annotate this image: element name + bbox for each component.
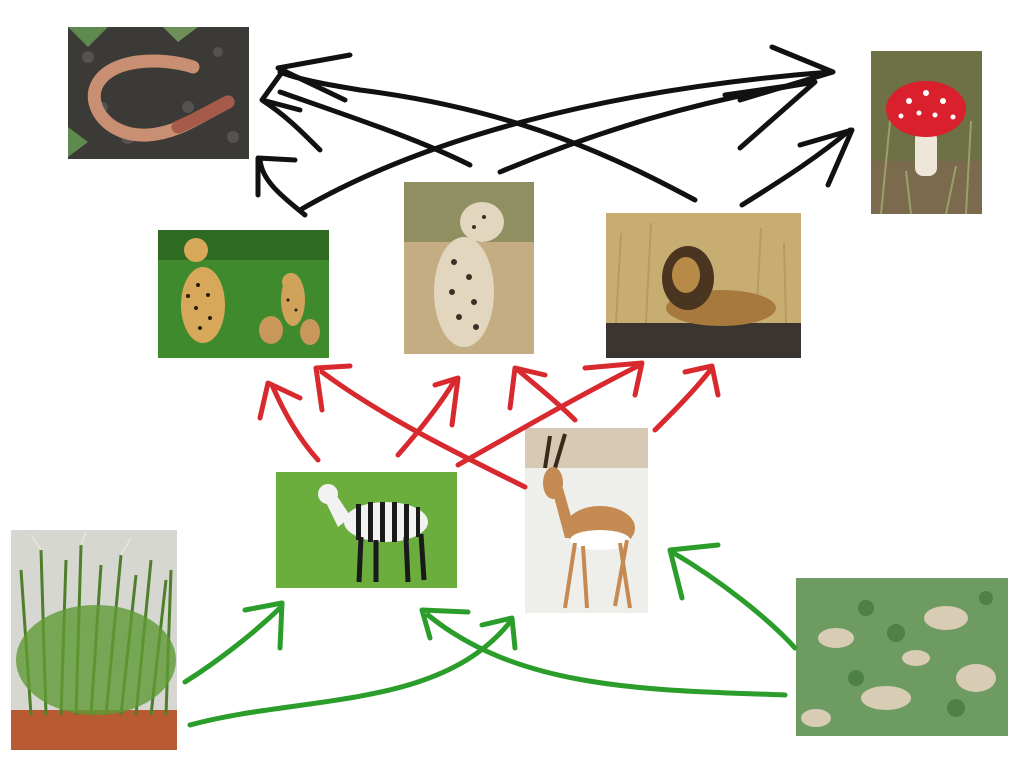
arrow-gazelle-to-lion [652,363,721,433]
arrow-tallgrass-to-zebra [182,600,285,685]
gazelle-icon [525,428,648,613]
tall-grass-photo [11,530,177,750]
arrow-cheetah-to-mushroom [297,44,836,213]
short-grass-icon [796,578,1008,736]
leopard-photo [404,182,534,354]
arrow-to-earthworm-upper [259,65,323,153]
lion-photo [606,213,801,358]
earthworm-photo [68,27,249,159]
decomposition-arrows [255,44,855,218]
arrow-lion-to-mushroom [739,127,855,208]
cheetah-photo [158,230,329,358]
arrow-gazelle-to-cheetah [313,363,528,490]
predation-arrows [257,360,721,490]
cheetah-icon [158,230,329,358]
zebra-icon [276,472,457,588]
zebra-photo [276,472,457,588]
arrow-zebra-to-cheetah [257,380,321,463]
earthworm-icon [68,27,249,159]
lion-icon [606,213,801,358]
arrow-zebra-to-leopard [395,375,461,458]
arrow-gazelle-to-leopard [507,365,578,423]
arrow-shortgrass-to-gazelle [667,542,798,651]
leopard-icon [404,182,534,354]
mushroom-photo [871,51,982,214]
arrow-cheetah-to-earthworm [255,155,308,218]
arrow-lion-to-earthworm [277,69,698,203]
mushroom-icon [871,51,982,214]
arrow-leopard-to-earthworm [275,52,473,168]
arrow-shortgrass-to-zebra [419,607,788,698]
gazelle-photo [525,428,648,613]
arrow-leopard-to-mushroom [497,79,818,175]
arrow-tallgrass-to-gazelle [187,615,518,728]
tall-grass-icon [11,530,177,750]
short-grass-photo [796,578,1008,736]
